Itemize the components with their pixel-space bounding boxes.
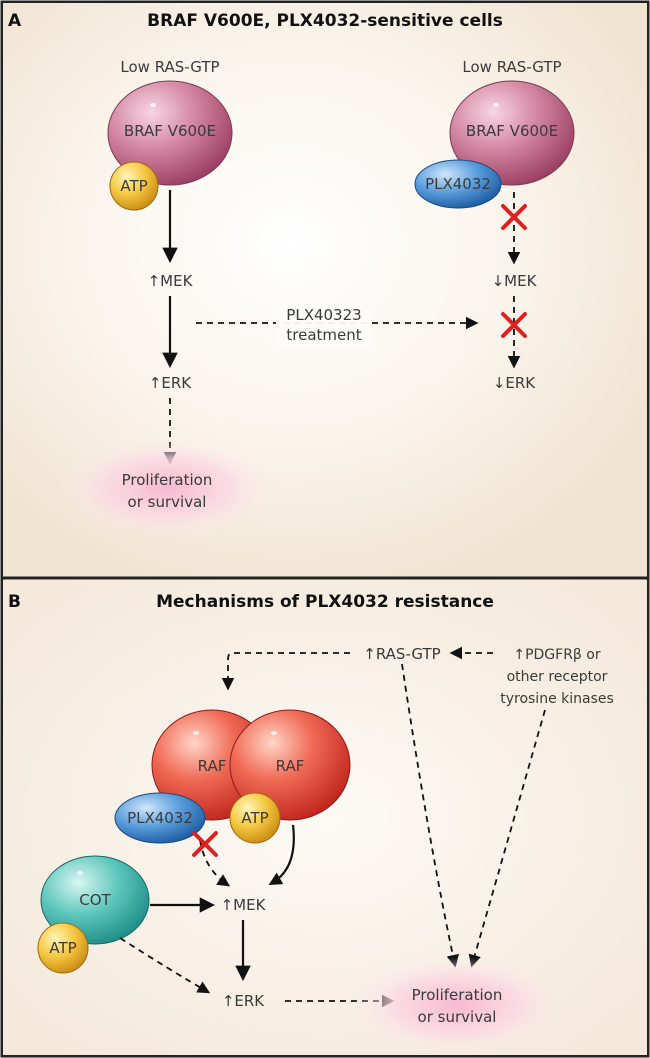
raf-node-2: RAF: [229, 709, 351, 821]
atp-cot-label: ATP: [49, 939, 76, 957]
erk-label-left: ↑ERK: [149, 374, 192, 392]
atp-raf-label: ATP: [241, 809, 268, 827]
cot-label: COT: [79, 891, 111, 909]
outcome-line2-a: or survival: [128, 493, 207, 511]
receptor-line3: tyrosine kinases: [500, 691, 614, 707]
raf-label-2: RAF: [276, 757, 305, 775]
mek-label-right: ↓MEK: [492, 272, 538, 290]
atp-label-left: ATP: [120, 177, 147, 195]
x-mark-b: [192, 831, 218, 857]
cot-node: COT: [40, 855, 150, 945]
arrow-receptor-to-outcome: [468, 709, 546, 968]
braf-v600e-node-left: BRAF V600E: [107, 80, 233, 186]
proliferation-glow-b: [352, 957, 562, 1053]
outcome-line1-a: Proliferation: [122, 471, 213, 489]
braf-v600e-node-right: BRAF V600E: [449, 80, 575, 186]
erk-label-b: ↑ERK: [222, 992, 265, 1010]
panel-b-title: Mechanisms of PLX4032 resistance: [156, 592, 494, 612]
outcome-line1-b: Proliferation: [412, 986, 503, 1004]
plx4032-node-b: PLX4032: [114, 792, 206, 844]
receptor-line2: other receptor: [507, 669, 608, 685]
atp-node-cot: ATP: [37, 922, 89, 974]
panel-a-letter: A: [8, 11, 22, 31]
plx-label-b: PLX4032: [127, 809, 193, 827]
treatment-line2: treatment: [286, 326, 361, 344]
arrow-ras-to-raf: [221, 652, 350, 691]
treatment-line1: PLX40323: [286, 306, 361, 324]
raf-label-1: RAF: [198, 757, 227, 775]
arrow-cot-to-erk: [119, 937, 211, 994]
x-mark-a-upper: [501, 204, 527, 230]
right-ras-label: Low RAS-GTP: [462, 58, 561, 76]
proliferation-glow-a: [62, 440, 272, 536]
mek-label-left: ↑MEK: [148, 272, 194, 290]
blocked-arrow-plx-to-mek: [199, 839, 231, 887]
erk-label-right: ↓ERK: [493, 374, 536, 392]
outcome-line2-b: or survival: [418, 1008, 497, 1026]
atp-node-raf: ATP: [229, 792, 281, 844]
braf-label-right: BRAF V600E: [466, 122, 558, 140]
atp-node-left: ATP: [109, 161, 159, 211]
plx4032-node-a: PLX4032: [414, 159, 502, 209]
x-mark-a-lower: [501, 312, 527, 338]
panel-b-letter: B: [8, 592, 21, 612]
receptor-line1: ↑PDGFRβ or: [513, 647, 601, 663]
arrow-ras-to-outcome: [401, 663, 460, 968]
plx-label-a: PLX4032: [425, 175, 491, 193]
mek-label-b: ↑MEK: [221, 896, 267, 914]
braf-label-left: BRAF V600E: [124, 122, 216, 140]
ras-gtp-label: ↑RAS-GTP: [363, 645, 440, 663]
panel-a: A BRAF V600E, PLX4032-sensitive cells Lo…: [3, 3, 647, 578]
arrow-raf-to-mek: [268, 824, 295, 885]
panel-b: B Mechanisms of PLX4032 resistance ↑RAS-…: [3, 580, 647, 1055]
panel-a-title: BRAF V600E, PLX4032-sensitive cells: [147, 11, 503, 31]
left-ras-label: Low RAS-GTP: [120, 58, 219, 76]
